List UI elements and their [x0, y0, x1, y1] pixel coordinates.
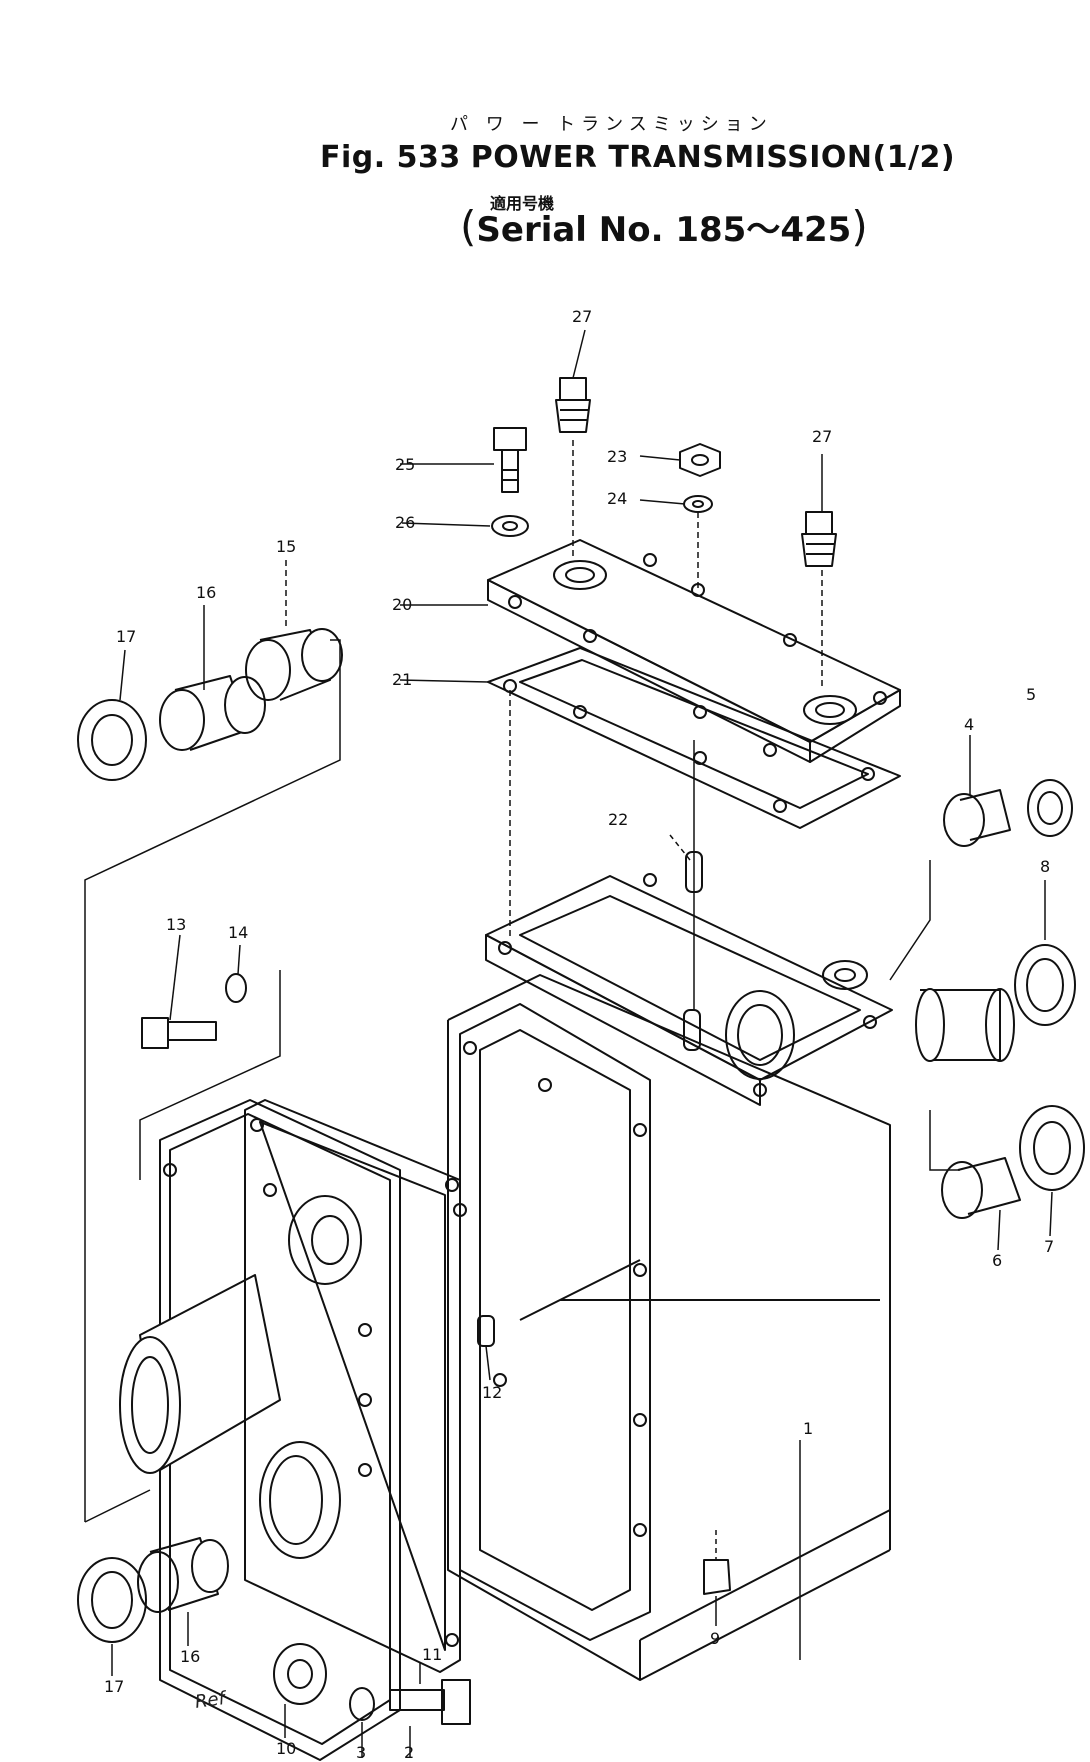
callout-17-bottom: 17: [104, 1677, 124, 1696]
callout-6: 6: [992, 1251, 1002, 1270]
fasteners: [141, 377, 837, 1725]
upper-left-bearing-group: [77, 628, 343, 781]
callout-22: 22: [608, 810, 628, 829]
callout-2: 2: [404, 1743, 414, 1762]
callout-labels: 27 25 26 23 24 27 20 21 15 16 17 5 4 22 …: [104, 307, 1054, 1762]
callout-27-top: 27: [572, 307, 592, 326]
figure-title: Fig. 533 POWER TRANSMISSION(1/2): [320, 140, 965, 175]
right-bearing-group: [941, 779, 1085, 1219]
leader-lines: [84, 329, 1053, 1758]
callout-27-right: 27: [812, 427, 832, 446]
transmission-case: [447, 873, 1015, 1681]
callout-15: 15: [276, 537, 296, 556]
callout-17-top: 17: [116, 627, 136, 646]
front-gasket: [244, 1099, 461, 1673]
callout-21: 21: [392, 670, 412, 689]
callout-8: 8: [1040, 857, 1050, 876]
serial-range: (Serial No. 185～425): [460, 202, 868, 251]
reference-stamp: Ref: [193, 1688, 227, 1713]
serial-range-text: Serial No. 185～425: [476, 210, 852, 250]
callout-16-bottom: 16: [180, 1647, 200, 1666]
callout-13: 13: [166, 915, 186, 934]
figure-number: Fig. 533: [320, 140, 461, 175]
callout-3: 3: [356, 1743, 366, 1762]
callout-23: 23: [607, 447, 627, 466]
callout-1: 1: [803, 1419, 813, 1438]
callout-9: 9: [710, 1629, 720, 1648]
callout-5: 5: [1026, 685, 1036, 704]
title-kana: パ ワ ー トランスミッション: [450, 114, 773, 135]
callout-24: 24: [607, 489, 627, 508]
callout-26: 26: [395, 513, 415, 532]
lower-left-bearing-group: [77, 1537, 229, 1643]
figure-name: POWER TRANSMISSION(1/2): [470, 140, 956, 175]
front-cover: [119, 1099, 401, 1761]
callout-20: 20: [392, 595, 412, 614]
top-cover-plate: [487, 539, 901, 763]
callout-12: 12: [482, 1383, 502, 1402]
callout-10: 10: [276, 1739, 296, 1758]
callout-4: 4: [964, 715, 974, 734]
callout-11: 11: [422, 1645, 442, 1664]
serial-jp-label: 適用号機: [490, 194, 555, 213]
callout-7: 7: [1044, 1237, 1054, 1256]
callout-25: 25: [395, 455, 415, 474]
callout-14: 14: [228, 923, 248, 942]
callout-16-top: 16: [196, 583, 216, 602]
